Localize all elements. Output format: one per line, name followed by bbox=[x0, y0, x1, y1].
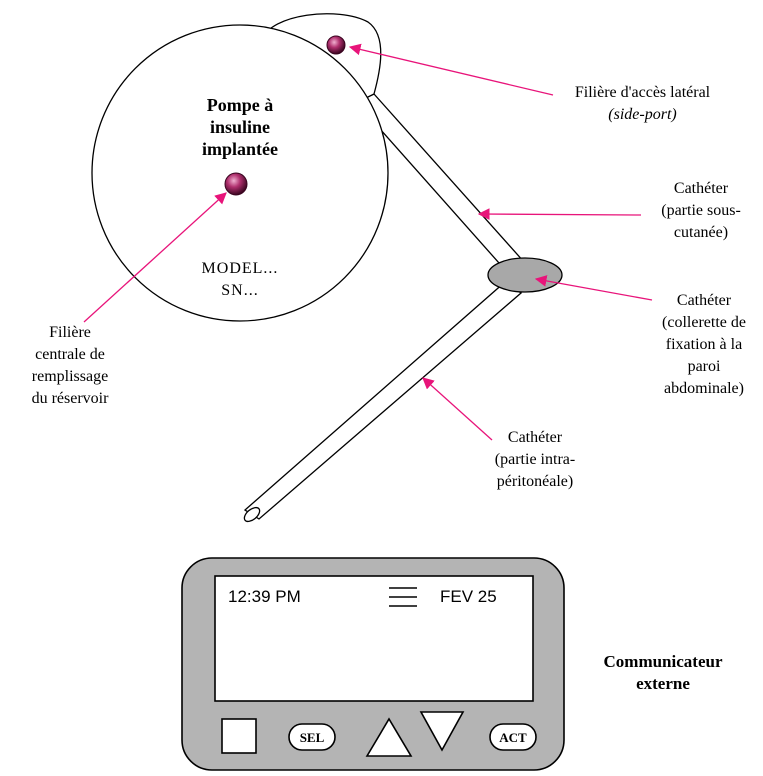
sel-button-label: SEL bbox=[300, 730, 325, 745]
label-side-port: Filière d'accès latéral (side-port) bbox=[555, 82, 730, 126]
label-catheter-subcutaneous: Cathéter (partie sous- cutanée) bbox=[642, 178, 760, 244]
pump-title-line: insuline bbox=[209, 117, 271, 137]
label-catheter-subcutaneous-line: Cathéter bbox=[673, 180, 729, 197]
central-fill-port-icon bbox=[224, 172, 248, 196]
side-port-icon bbox=[326, 35, 346, 55]
catheter-collar bbox=[487, 257, 563, 293]
pump-title-line: Pompe à bbox=[206, 95, 274, 115]
arrow-catheter-collar bbox=[534, 275, 653, 301]
label-catheter-intraperitoneal-line: Cathéter bbox=[507, 429, 563, 446]
label-central-fill-line: remplissage bbox=[31, 368, 109, 385]
act-button[interactable]: ACT bbox=[489, 723, 537, 751]
label-catheter-collar-line: paroi bbox=[687, 358, 721, 375]
pump-model: MODEL... bbox=[201, 260, 279, 277]
label-side-port-line: Filière d'accès latéral bbox=[574, 84, 711, 101]
communicator-screen bbox=[214, 575, 534, 702]
pump-title-line: implantée bbox=[202, 139, 278, 159]
label-catheter-collar-line: abdominale) bbox=[664, 380, 744, 397]
label-communicator-line: Communicateur bbox=[603, 652, 723, 671]
act-button-label: ACT bbox=[499, 730, 527, 745]
label-catheter-collar-line: (collerette de bbox=[662, 314, 746, 331]
label-communicator-line: externe bbox=[636, 674, 690, 693]
communicator-time: 12:39 PM bbox=[228, 587, 301, 606]
external-communicator: SEL ACT bbox=[181, 557, 565, 771]
label-catheter-collar-line: Cathéter bbox=[676, 292, 732, 309]
sel-button[interactable]: SEL bbox=[288, 723, 336, 751]
arrow-side-port bbox=[348, 43, 554, 96]
triangle-up-icon[interactable] bbox=[365, 717, 413, 757]
label-catheter-collar-line: fixation à la bbox=[665, 336, 743, 353]
square-icon[interactable] bbox=[221, 718, 257, 754]
pump-title: Pompe à insuline implantée bbox=[175, 94, 305, 160]
arrow-central-fill bbox=[83, 192, 227, 323]
label-central-fill-line: Filière bbox=[49, 324, 91, 341]
pump-serial: SN... bbox=[221, 282, 259, 299]
hamburger-icon bbox=[389, 587, 417, 607]
label-communicator: Communicateur externe bbox=[588, 651, 738, 695]
label-catheter-collar: Cathéter (collerette de fixation à la pa… bbox=[648, 290, 760, 400]
pump-model-serial: MODEL... SN... bbox=[180, 258, 300, 302]
label-catheter-subcutaneous-line: cutanée) bbox=[673, 224, 729, 241]
label-central-fill-line: centrale de bbox=[35, 346, 105, 363]
label-catheter-intraperitoneal-line: péritonéale) bbox=[496, 473, 574, 490]
label-catheter-intraperitoneal: Cathéter (partie intra- péritonéale) bbox=[476, 427, 594, 493]
label-central-fill-line: du réservoir bbox=[31, 390, 109, 407]
label-central-fill: Filière centrale de remplissage du réser… bbox=[10, 322, 130, 410]
communicator-date: FEV 25 bbox=[440, 587, 497, 606]
label-catheter-subcutaneous-line: (partie sous- bbox=[661, 202, 741, 219]
triangle-down-icon[interactable] bbox=[419, 711, 465, 752]
arrow-catheter-subcutaneous bbox=[477, 208, 642, 220]
label-side-port-line: (side-port) bbox=[608, 106, 677, 123]
arrow-catheter-intraperitoneal bbox=[422, 377, 493, 441]
label-catheter-intraperitoneal-line: (partie intra- bbox=[494, 451, 576, 468]
